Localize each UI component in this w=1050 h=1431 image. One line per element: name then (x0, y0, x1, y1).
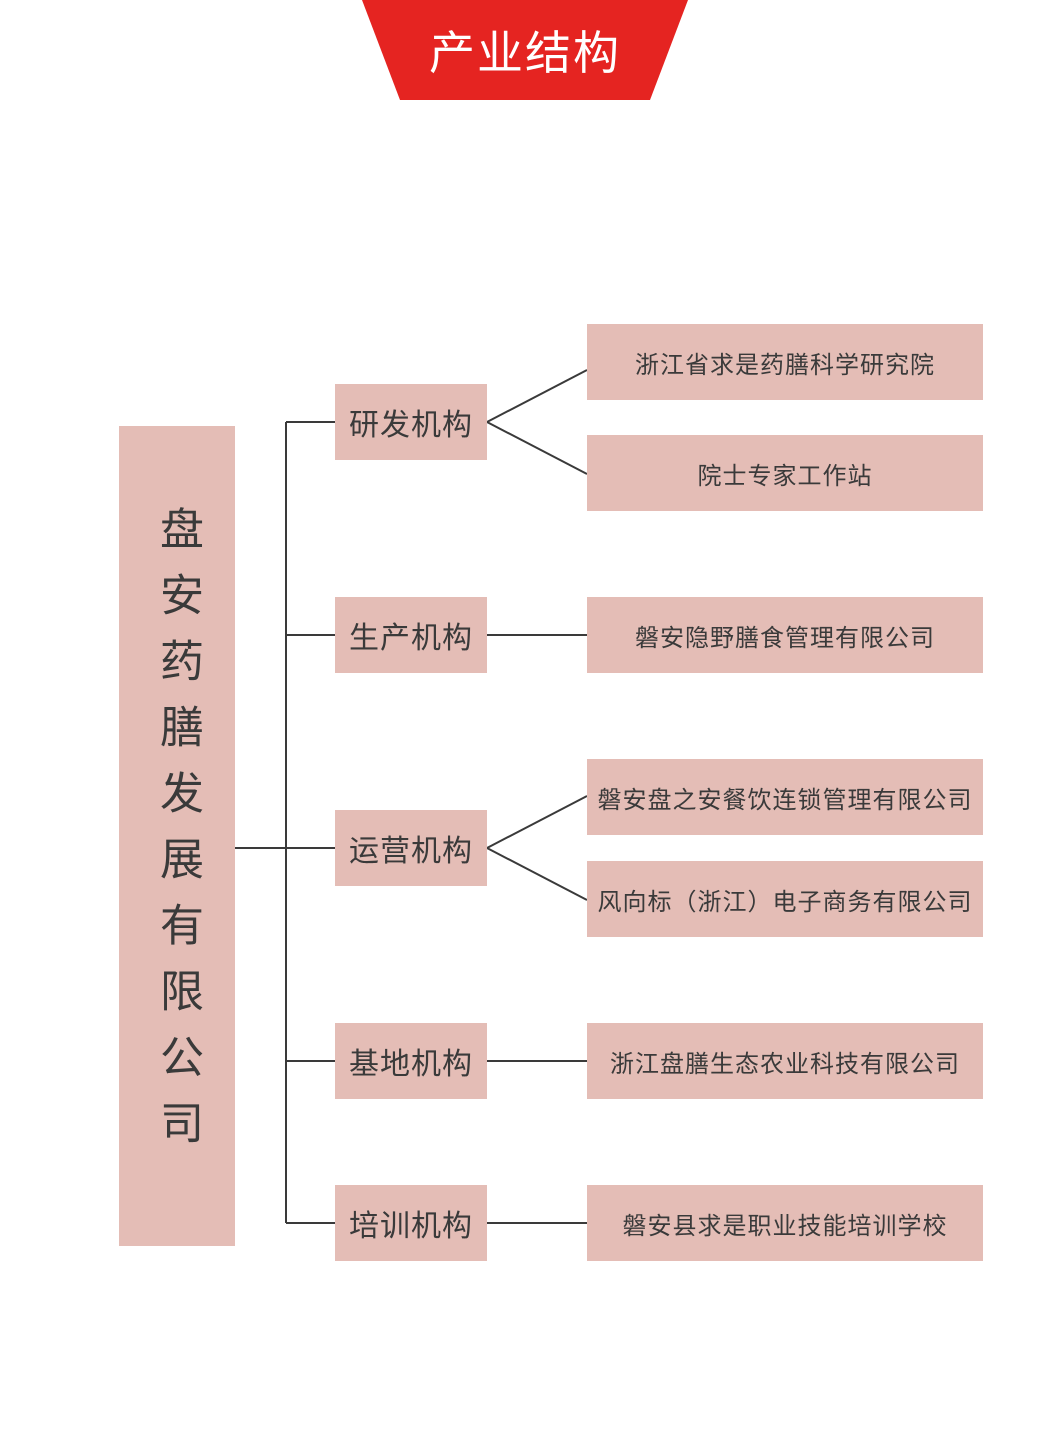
leaf-node-catering-chain: 磐安盘之安餐饮连锁管理有限公司 (587, 759, 983, 835)
leaf-node-training-school: 磐安县求是职业技能培训学校 (587, 1185, 983, 1261)
leaf-node-label: 风向标（浙江）电子商务有限公司 (597, 887, 973, 916)
category-node-label: 运营机构 (349, 834, 473, 869)
root-node-label: 盘安药膳发展有限公司 (152, 506, 203, 1166)
category-node-label: 研发机构 (349, 408, 473, 443)
connector-cat-3-leaf-2 (486, 847, 588, 901)
category-node-production: 生产机构 (335, 597, 487, 673)
page-title: 产业结构 (429, 26, 621, 80)
leaf-node-label: 磐安县求是职业技能培训学校 (622, 1211, 948, 1240)
leaf-node-label: 浙江省求是药膳科学研究院 (635, 350, 935, 379)
leaf-node-label: 磐安隐野膳食管理有限公司 (635, 623, 935, 652)
leaf-node-expert-workstation: 院士专家工作站 (587, 435, 983, 511)
leaf-node-agri-tech: 浙江盘膳生态农业科技有限公司 (587, 1023, 983, 1099)
category-node-label: 培训机构 (349, 1209, 473, 1244)
header-banner (362, 0, 688, 100)
category-node-operations: 运营机构 (335, 810, 487, 886)
leaf-node-ecommerce: 风向标（浙江）电子商务有限公司 (587, 861, 983, 937)
category-node-label: 基地机构 (349, 1047, 473, 1082)
connector-cat-1-leaf-2 (486, 421, 588, 475)
header-trapezoid (362, 0, 688, 100)
leaf-node-label: 磐安盘之安餐饮连锁管理有限公司 (597, 785, 973, 814)
root-node: 盘安药膳发展有限公司 (119, 426, 235, 1246)
connector-cat-1-leaf-1 (486, 369, 588, 423)
category-node-rd: 研发机构 (335, 384, 487, 460)
leaf-node-label: 浙江盘膳生态农业科技有限公司 (610, 1049, 960, 1078)
leaf-node-rd-institute: 浙江省求是药膳科学研究院 (587, 324, 983, 400)
leaf-node-production-company: 磐安隐野膳食管理有限公司 (587, 597, 983, 673)
connector-cat-3-leaf-1 (486, 795, 588, 849)
category-node-training: 培训机构 (335, 1185, 487, 1261)
category-node-base: 基地机构 (335, 1023, 487, 1099)
leaf-node-label: 院士专家工作站 (697, 461, 873, 490)
category-node-label: 生产机构 (349, 621, 473, 656)
